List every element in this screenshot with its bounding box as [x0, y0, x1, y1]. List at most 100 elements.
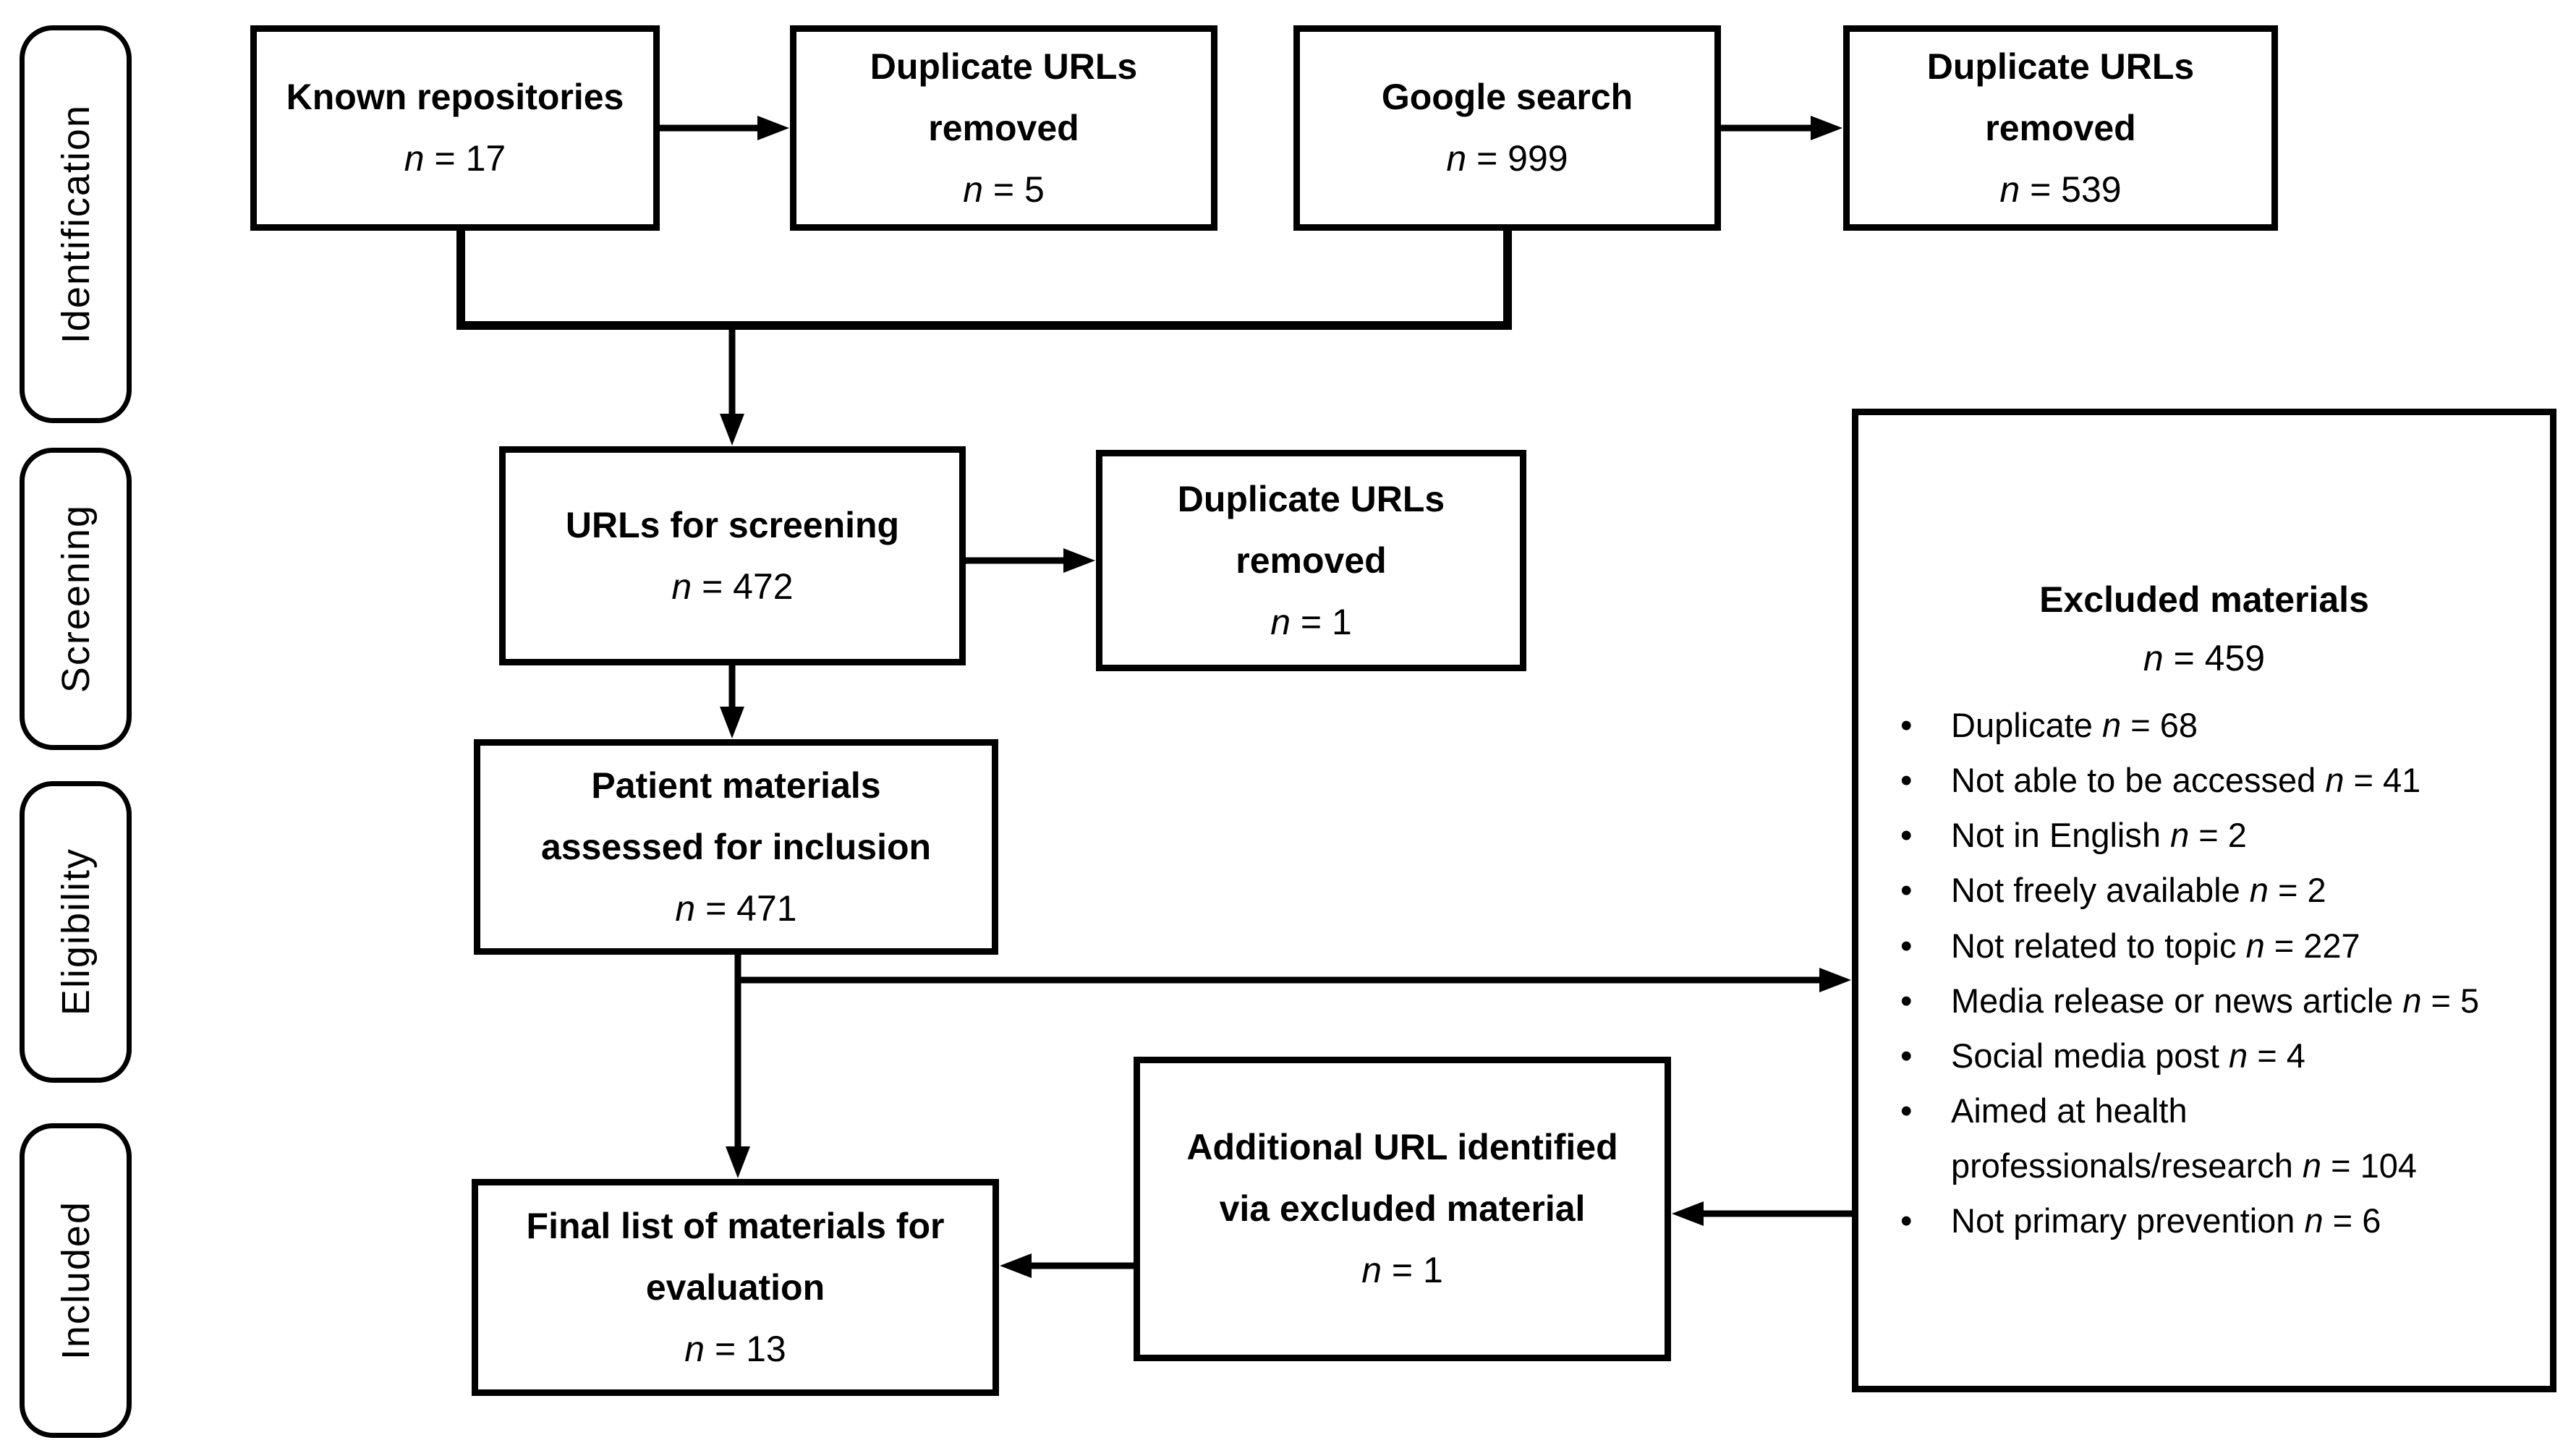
reason-label: Not primary prevention — [1951, 1201, 2295, 1240]
box-title: Additional URL identified via excluded m… — [1186, 1127, 1618, 1229]
excluded-reason-item: • Not able to be accessed n = 41 — [1887, 753, 2521, 808]
box-additional-url: Additional URL identified via excluded m… — [1134, 1057, 1671, 1361]
n-value: = 13 — [705, 1328, 786, 1369]
n-value: = 17 — [424, 138, 506, 179]
n-value: = 472 — [692, 566, 794, 607]
bullet-icon: • — [1900, 1091, 1913, 1130]
n-symbol: n — [2304, 1201, 2324, 1240]
n-symbol: n — [2249, 871, 2269, 910]
n-value: = 1 — [1291, 601, 1352, 642]
n-value: = 41 — [2344, 761, 2421, 800]
n-symbol: n — [1270, 601, 1291, 642]
bullet-icon: • — [1900, 871, 1913, 910]
stage-screening-label: Screening — [54, 504, 98, 694]
box-duplicates-removed-google: Duplicate URLs removed n = 539 — [1843, 25, 2278, 231]
n-value: = 2 — [2189, 816, 2247, 855]
box-count: n = 999 — [1446, 128, 1568, 189]
n-value: = 4 — [2248, 1036, 2305, 1075]
n-symbol: n — [684, 1328, 705, 1369]
box-urls-for-screening: URLs for screening n = 472 — [499, 446, 966, 665]
box-count: n = 539 — [1999, 159, 2121, 221]
stage-screening: Screening — [20, 448, 132, 750]
box-title: Google search — [1381, 77, 1633, 117]
n-symbol: n — [671, 566, 692, 607]
n-symbol: n — [963, 169, 983, 210]
n-symbol: n — [2229, 1036, 2248, 1075]
box-count: n = 17 — [404, 128, 506, 189]
excluded-reason-item: • Social media post n = 4 — [1887, 1028, 2521, 1083]
n-value: = 539 — [2020, 169, 2122, 210]
excluded-reason-item: •Duplicate n = 68 — [1887, 698, 2521, 753]
n-symbol: n — [1999, 169, 2020, 210]
n-symbol: n — [1446, 138, 1467, 179]
reason-label: Duplicate — [1951, 706, 2093, 744]
box-count: n = 1 — [1361, 1240, 1443, 1301]
n-symbol: n — [2325, 761, 2345, 800]
stage-eligibility-label: Eligibility — [54, 848, 98, 1016]
n-value: = 6 — [2323, 1201, 2381, 1240]
box-title: Excluded materials — [2039, 579, 2369, 620]
box-title: Final list of materials for evaluation — [526, 1205, 945, 1308]
box-final-list: Final list of materials for evaluation n… — [472, 1179, 999, 1396]
box-excluded-materials: Excluded materials n = 459 • Duplicate n … — [1852, 409, 2556, 1392]
n-value: = 1 — [1382, 1250, 1443, 1290]
box-title: Duplicate URLs removed — [1926, 46, 2195, 148]
bullet-icon: • — [1900, 981, 1913, 1020]
box-assessed-for-inclusion: Patient materials assessed for inclusion… — [474, 739, 998, 955]
reason-label: Not freely available — [1951, 871, 2240, 910]
box-title: Known repositories — [286, 77, 624, 117]
box-count: n = 5 — [963, 159, 1045, 221]
n-symbol: n — [1361, 1250, 1382, 1290]
reason-label: Media release or news article — [1951, 981, 2394, 1020]
bullet-icon: • — [1900, 816, 1913, 855]
n-value: = 227 — [2264, 926, 2360, 965]
n-value: = 2 — [2268, 871, 2326, 910]
excluded-reason-item: • Not related to topic n = 227 — [1887, 919, 2521, 974]
stage-included-label: Included — [54, 1201, 98, 1360]
reason-label: Not in English — [1951, 816, 2161, 855]
n-value: = 5 — [983, 169, 1045, 210]
stage-identification: Identification — [20, 25, 132, 423]
bullet-icon: • — [1900, 1036, 1913, 1075]
box-count: n = 459 — [2143, 629, 2265, 688]
n-symbol: n — [2245, 926, 2265, 965]
box-google-search: Google search n = 999 — [1293, 25, 1721, 231]
excluded-reasons-list: •Duplicate n = 68 •Not able to be access… — [1887, 698, 2521, 1248]
box-count: n = 471 — [675, 878, 796, 940]
bullet-icon: • — [1900, 926, 1913, 965]
reason-label: Aimed at health professionals/research — [1951, 1091, 2293, 1185]
box-count: n = 472 — [671, 556, 793, 618]
bullet-icon: • — [1900, 1201, 1913, 1240]
n-symbol: n — [2143, 638, 2164, 678]
excluded-reason-item: •Media release or news article n = 5 — [1887, 974, 2521, 1028]
box-duplicates-removed-repositories: Duplicate URLs removed n = 5 — [790, 25, 1217, 231]
box-count: n = 13 — [684, 1319, 786, 1380]
stage-eligibility: Eligibility — [20, 781, 132, 1083]
n-symbol: n — [2402, 981, 2422, 1020]
n-symbol: n — [675, 887, 696, 929]
excluded-reason-item: • Not in English n = 2 — [1887, 808, 2521, 863]
n-value: = 104 — [2321, 1146, 2418, 1185]
stage-identification-label: Identification — [54, 104, 98, 344]
reason-label: Social media post — [1951, 1036, 2219, 1075]
box-title: Duplicate URLs removed — [870, 46, 1138, 148]
n-value: = 999 — [1466, 138, 1568, 179]
n-symbol: n — [404, 138, 425, 179]
box-title: Duplicate URLs removed — [1177, 478, 1445, 581]
n-symbol: n — [2170, 816, 2190, 855]
box-count: n = 1 — [1270, 592, 1352, 653]
box-title: URLs for screening — [565, 504, 900, 545]
bullet-icon: • — [1900, 761, 1913, 800]
reason-label: Not related to topic — [1951, 926, 2237, 965]
box-duplicates-removed-screening: Duplicate URLs removed n = 1 — [1096, 450, 1526, 671]
n-symbol: n — [2302, 1146, 2322, 1185]
merge-line-identification — [456, 224, 1512, 330]
n-value: = 471 — [695, 887, 797, 929]
excluded-reason-item: • Not primary prevention n = 6 — [1887, 1193, 2521, 1248]
reason-label: Not able to be accessed — [1951, 761, 2316, 800]
n-value: = 459 — [2163, 638, 2266, 678]
bullet-icon: • — [1900, 706, 1913, 744]
box-known-repositories: Known repositories n = 17 — [250, 25, 660, 231]
